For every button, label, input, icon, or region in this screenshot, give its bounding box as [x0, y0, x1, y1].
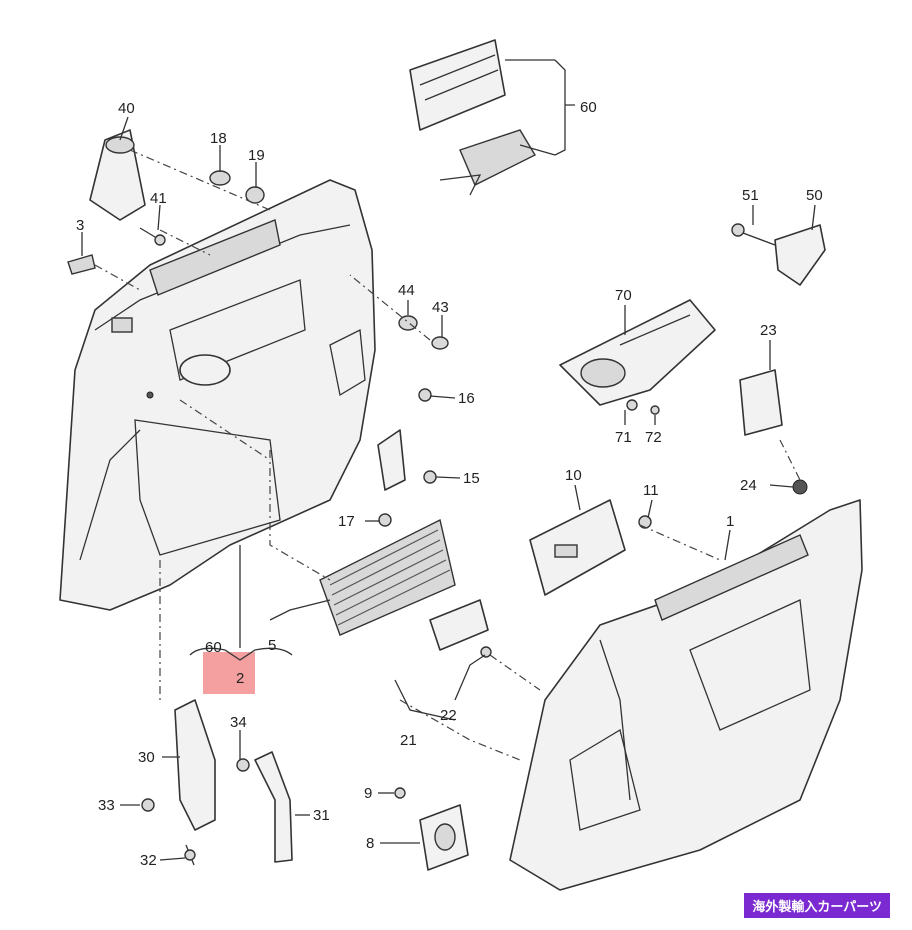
callout-9: 9	[364, 785, 372, 802]
screw-33	[141, 798, 155, 812]
callout-15: 15	[463, 470, 480, 487]
panel-60-top	[409, 39, 536, 196]
callout-24: 24	[740, 477, 757, 494]
shop-badge: 海外製輸入カーパーツ	[744, 893, 890, 918]
callout-10: 10	[565, 467, 582, 484]
clip-3	[67, 254, 96, 275]
leader-lines	[81, 59, 816, 861]
callout-18: 18	[210, 130, 227, 147]
callout-40: 40	[118, 100, 135, 117]
callout-19: 19	[248, 147, 265, 164]
callout-5: 5	[268, 637, 276, 654]
callout-72: 72	[645, 429, 662, 446]
callout-16: 16	[458, 390, 475, 407]
screw-9	[394, 787, 406, 799]
callout-70: 70	[615, 287, 632, 304]
callout-1: 1	[726, 513, 734, 530]
callout-32: 32	[140, 852, 157, 869]
callout-2: 2	[236, 670, 244, 687]
callout-3: 3	[76, 217, 84, 234]
screw-32	[184, 849, 196, 861]
cover-23	[739, 369, 783, 436]
clip-22	[480, 646, 492, 658]
bracket	[377, 429, 406, 491]
callout-33: 33	[98, 797, 115, 814]
callout-17: 17	[338, 513, 355, 530]
trim-strip-31	[254, 751, 293, 863]
callout-44: 44	[398, 282, 415, 299]
right-trim-panel	[509, 499, 863, 891]
screw-71	[626, 399, 638, 411]
callout-71: 71	[615, 429, 632, 446]
grommet-24	[792, 479, 808, 495]
callout-34: 34	[230, 714, 247, 731]
callout-60-top: 60	[580, 99, 597, 116]
callout-60-lower: 60	[205, 639, 222, 656]
storage-net	[319, 518, 456, 636]
assembly-lines	[94, 149, 801, 761]
clip-18-19	[209, 170, 265, 204]
callout-11: 11	[643, 482, 659, 499]
cover-22	[429, 599, 489, 651]
washer-72	[650, 405, 660, 415]
cupholder-70	[559, 299, 716, 406]
callout-43: 43	[432, 299, 449, 316]
callout-31: 31	[313, 807, 330, 824]
left-trim-panel	[59, 179, 376, 611]
highlight-box	[203, 652, 255, 694]
callout-8: 8	[366, 835, 374, 852]
bracket-30	[174, 699, 216, 831]
screw-34	[236, 758, 250, 772]
bracket-40	[89, 129, 146, 221]
clip-15	[423, 470, 437, 484]
screw-16	[418, 388, 432, 402]
callout-51: 51	[742, 187, 759, 204]
callout-21: 21	[400, 732, 417, 749]
callout-30: 30	[138, 749, 155, 766]
callout-50: 50	[806, 187, 823, 204]
callout-23: 23	[760, 322, 777, 339]
screw-17	[378, 513, 392, 527]
screw-41	[139, 227, 166, 246]
callout-22: 22	[440, 707, 457, 724]
bracket-50-51	[731, 223, 826, 286]
clip-11	[638, 515, 652, 529]
callout-41: 41	[150, 190, 167, 207]
